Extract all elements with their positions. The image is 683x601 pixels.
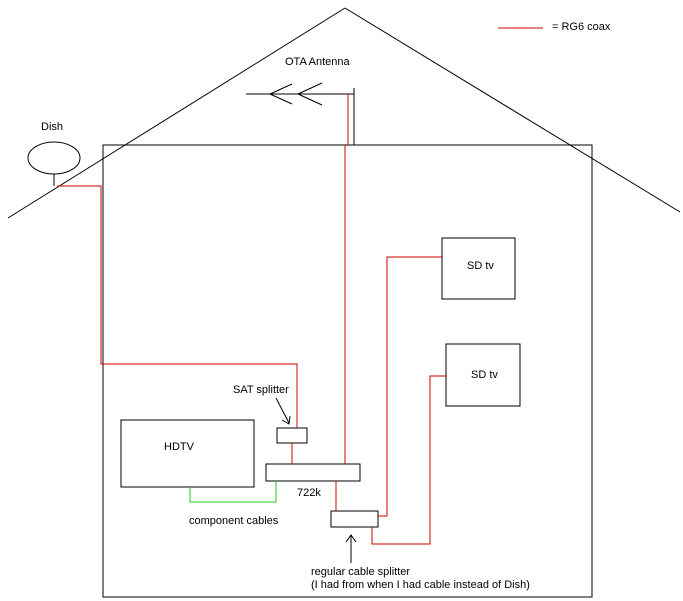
hdtv-box — [120, 419, 255, 488]
coax-splitter-to-sd-tv-bottom — [371, 375, 446, 545]
regular-splitter-box — [330, 510, 379, 528]
sat-splitter-label: SAT splitter — [233, 384, 289, 396]
coax-splitter-to-sd-tv-top — [378, 256, 442, 517]
sd-tv-bottom-box — [445, 343, 521, 407]
legend-label: = RG6 coax — [552, 21, 611, 33]
sat-splitter-box — [276, 427, 308, 444]
roof-right-slope — [344, 7, 681, 213]
component-cables-label: component cables — [189, 515, 279, 527]
roof-left-slope — [7, 7, 346, 219]
house-wall — [102, 144, 593, 598]
component-cables-line — [189, 481, 277, 503]
sd-tv-top-box — [441, 237, 516, 300]
roof — [7, 7, 681, 219]
coax-dish-to-sat-splitter — [57, 185, 298, 428]
dish-icon — [27, 141, 81, 186]
regular-splitter-label-line2: (I had from when I had cable instead of … — [311, 579, 530, 591]
dish-label: Dish — [41, 121, 64, 133]
regular-splitter-label-line1: regular cable splitter — [311, 566, 411, 578]
arrow-to-sat-splitter — [275, 397, 291, 425]
hdtv-label: HDTV — [164, 441, 194, 453]
ota-antenna-label: OTA Antenna — [285, 56, 350, 68]
receiver-722k-label: 722k — [297, 487, 321, 499]
sd-tv-bottom-label: SD tv — [471, 369, 498, 381]
arrow-to-regular-splitter — [345, 534, 357, 563]
sd-tv-top-label: SD tv — [467, 260, 494, 272]
receiver-722k-box — [265, 463, 361, 482]
ota-antenna-icon — [246, 82, 355, 145]
coax-wiring — [57, 94, 446, 545]
